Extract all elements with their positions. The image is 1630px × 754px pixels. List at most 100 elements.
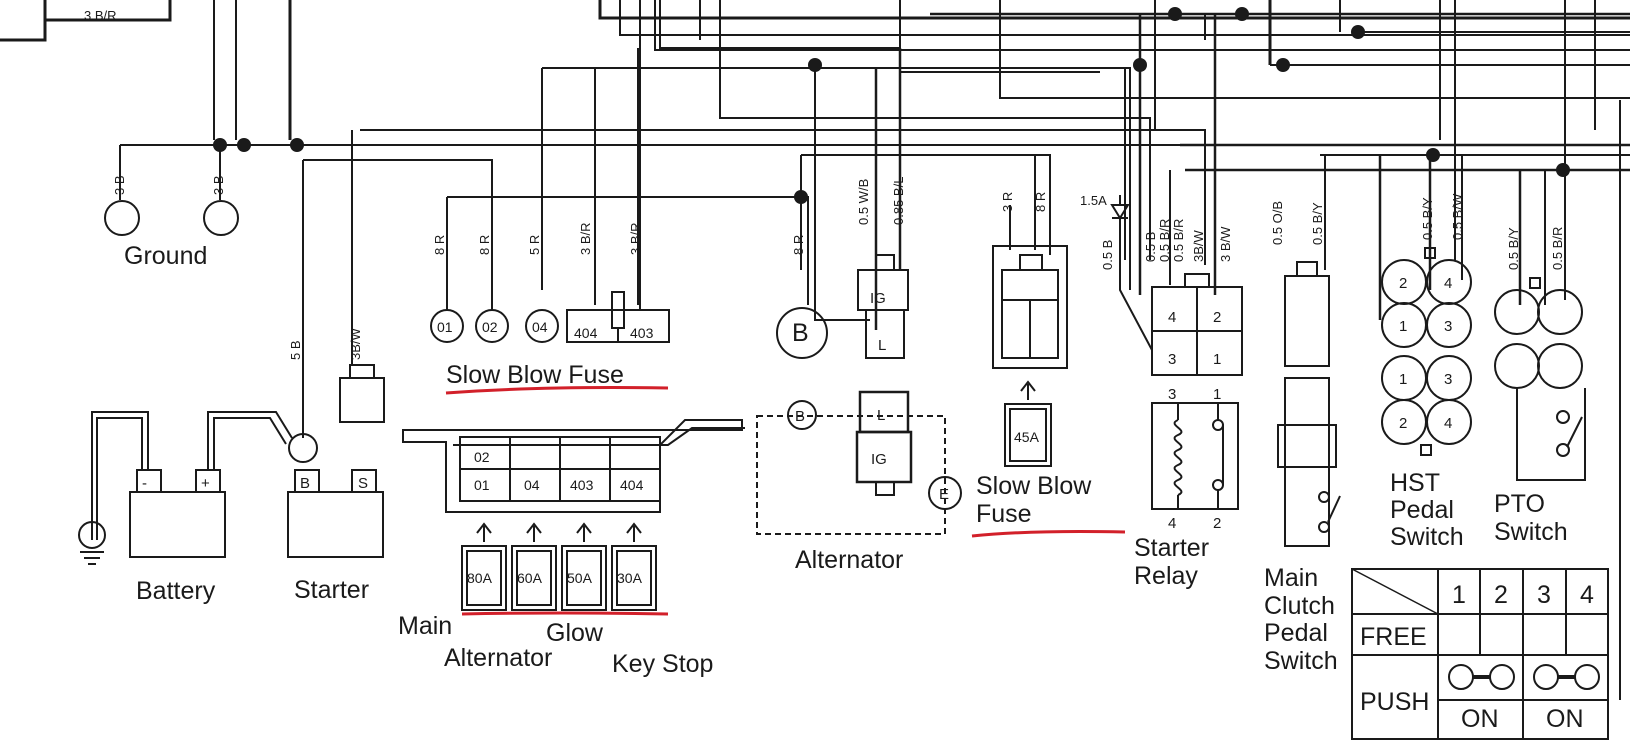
alternator-b-terminal: B (792, 319, 809, 347)
terminal-label: 404 (574, 325, 598, 341)
wire-label: 3 R (1000, 192, 1015, 212)
wire-label: 0.5 B (1100, 240, 1115, 270)
alternator-e-terminal: E (939, 486, 949, 503)
hst-line1: HST (1390, 469, 1440, 497)
fuse-box-cell: 403 (570, 477, 594, 493)
wire-label: 8 R (1033, 192, 1048, 212)
wire-label: 3 B/W (1218, 226, 1233, 262)
table-row-free: FREE (1360, 623, 1427, 651)
alternator-l-terminal: L (878, 337, 886, 354)
starter-relay (1110, 195, 1243, 510)
table-row-push: PUSH (1360, 688, 1429, 716)
wire-label: 3B/W (1191, 229, 1206, 262)
fuse-box-cell: 01 (474, 477, 490, 493)
fuse-box (402, 419, 745, 513)
fuse-box-cell: 02 (474, 449, 490, 465)
fuse-rating: 80A (467, 570, 493, 586)
battery-negative-terminal (136, 469, 162, 493)
relay-terminal: 4 (1168, 309, 1176, 326)
fuse-rating: 45A (1014, 429, 1040, 445)
table-on-2: ON (1546, 705, 1584, 733)
table-col-3: 3 (1537, 581, 1551, 609)
hst-terminal: 1 (1399, 318, 1407, 335)
fuse-box-cell: 404 (620, 477, 644, 493)
wire-label: 0.5 B/Y (1420, 197, 1435, 240)
wire-label: 3 B/R (578, 222, 593, 255)
wire-label: 8 R (477, 235, 492, 255)
wire-label: 3 B/R (628, 222, 643, 255)
main-clutch-line2: Clutch (1264, 592, 1335, 620)
hst-terminal: 2 (1399, 415, 1407, 432)
terminal-label: 02 (482, 319, 498, 335)
starter-relay-line1: Starter (1134, 534, 1209, 562)
slow-blow-fuse-label: Slow Blow Fuse (446, 361, 624, 389)
wire-label: 3 B (112, 175, 127, 195)
wire-label: 0.85 B/L (891, 177, 906, 225)
fuse-box-cell: 04 (524, 477, 540, 493)
wire-label: 3B/W (348, 327, 363, 360)
fuse-rating: 30A (617, 570, 643, 586)
starter-label: Starter (294, 576, 369, 604)
pto-switch (1494, 277, 1586, 481)
wire-label: 0.5 B/R (1157, 219, 1172, 262)
terminal-label: 04 (532, 319, 548, 335)
starter-s-label: S (358, 475, 368, 492)
wire-label: 8 R (791, 235, 806, 255)
switch-table (1351, 568, 1609, 740)
fuse-legend-glow: Glow (546, 619, 604, 647)
hst-terminal: 4 (1444, 275, 1452, 292)
hst-line2: Pedal (1390, 496, 1454, 524)
top-wiring (0, 0, 1630, 700)
terminal-label: 403 (630, 325, 654, 341)
relay-terminal: 4 (1168, 515, 1176, 532)
battery-plus-label: + (201, 475, 210, 492)
alternator-l2-terminal: L (877, 407, 885, 424)
hst-terminal: 2 (1399, 275, 1407, 292)
alternator-label: Alternator (795, 546, 903, 574)
fuse-rating: 50A (567, 570, 593, 586)
battery-positive-terminal (195, 469, 221, 493)
wire-label: 0.5 B (1143, 232, 1158, 262)
main-clutch-line4: Switch (1264, 647, 1338, 675)
starter-relay-line2: Relay (1134, 562, 1198, 590)
relay-terminal: 1 (1213, 386, 1221, 403)
junction-dots (213, 7, 1570, 204)
terminal-label: 01 (437, 319, 453, 335)
main-fuses (461, 522, 657, 611)
alternator (756, 254, 962, 535)
starter (287, 364, 385, 558)
main-clutch-switch (1277, 261, 1341, 547)
hst-line3: Switch (1390, 523, 1464, 551)
wire-label: 0.5 W/B (856, 179, 871, 225)
hst-terminal: 1 (1399, 371, 1407, 388)
ground-label: Ground (124, 242, 207, 270)
main-clutch-line1: Main (1264, 564, 1318, 592)
fuse-legend-alternator: Alternator (444, 644, 552, 672)
wire-label: 3 B/R (84, 8, 117, 23)
table-on-1: ON (1461, 705, 1499, 733)
relay-terminal: 2 (1213, 515, 1221, 532)
alternator-ig2-terminal: IG (871, 451, 887, 468)
relay-terminal: 1 (1213, 351, 1221, 368)
alternator-b2-terminal: B (795, 408, 805, 425)
fuse-legend-main: Main (398, 612, 452, 640)
wire-label: 0.5 B/R (1171, 219, 1186, 262)
hst-terminal: 3 (1444, 318, 1452, 335)
relay-terminal: 3 (1168, 386, 1176, 403)
wire-label: 8 R (432, 235, 447, 255)
wire-label: 5 B (288, 340, 303, 360)
wire-label: 0.5 B/R (1550, 227, 1565, 270)
pto-line1: PTO (1494, 490, 1545, 518)
alternator-ig-terminal: IG (870, 290, 886, 307)
table-col-2: 2 (1494, 581, 1508, 609)
fuse-rating: 60A (517, 570, 543, 586)
battery-minus-label: - (142, 475, 147, 492)
hst-pedal-switch (1381, 247, 1472, 456)
slow-blow-fuse-connectors (430, 291, 670, 343)
labels: 3 B/R 3 B 3 B Ground 5 B 3B/W - + B S Ba… (84, 8, 1594, 733)
wire-label: 3 B (211, 175, 226, 195)
wire-label: 0.5 B/Y (1310, 202, 1325, 245)
wire-label: 0.5 B/Y (1506, 227, 1521, 270)
relay-terminal: 2 (1213, 309, 1221, 326)
